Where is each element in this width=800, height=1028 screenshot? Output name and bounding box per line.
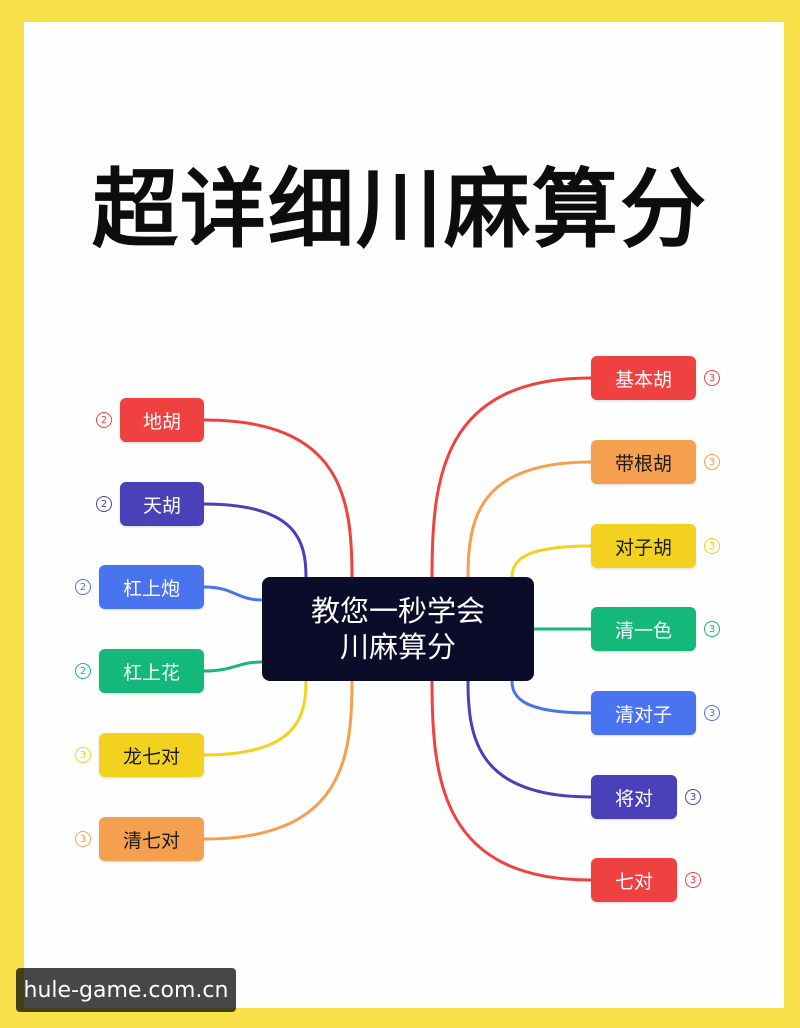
right-node-4[interactable]: 清一色 xyxy=(591,607,696,651)
link-left-2 xyxy=(202,502,308,579)
link-right-5 xyxy=(510,679,593,715)
right-node-2[interactable]: 带根胡 xyxy=(591,440,696,484)
left-node-label: 杠上花 xyxy=(122,661,180,684)
right-node-6[interactable]: 将对 xyxy=(591,775,677,819)
right-node-label: 带根胡 xyxy=(614,452,672,475)
link-left-5 xyxy=(202,679,308,757)
left-node-1[interactable]: 地胡 xyxy=(120,398,204,442)
right-node-count-badge: 3 xyxy=(685,872,701,888)
link-right-7 xyxy=(430,679,593,882)
left-node-label: 地胡 xyxy=(142,410,181,433)
right-node-label: 七对 xyxy=(614,870,653,893)
right-node-label: 清一色 xyxy=(614,619,672,642)
left-node-4[interactable]: 杠上花 xyxy=(99,649,204,693)
link-right-6 xyxy=(466,679,593,799)
left-node-count-badge: 2 xyxy=(75,663,91,679)
right-node-label: 对子胡 xyxy=(614,536,672,559)
left-node-label: 杠上炮 xyxy=(122,577,180,600)
link-left-4 xyxy=(202,660,264,673)
left-node-count-badge: 3 xyxy=(75,747,91,763)
link-right-2 xyxy=(466,460,593,579)
right-node-label: 清对子 xyxy=(614,703,672,726)
link-left-6 xyxy=(202,679,354,841)
page-title: 超详细川麻算分 xyxy=(92,160,708,260)
left-node-label: 清七对 xyxy=(122,829,180,852)
left-node-label: 龙七对 xyxy=(122,745,180,768)
right-node-count-badge: 3 xyxy=(704,370,720,386)
link-left-3 xyxy=(202,585,264,602)
right-node-label: 基本胡 xyxy=(614,368,672,391)
left-node-count-badge: 2 xyxy=(96,412,112,428)
right-node-count-badge: 3 xyxy=(704,621,720,637)
watermark: hule-game.com.cn xyxy=(16,968,236,1012)
link-right-3 xyxy=(510,544,593,579)
right-node-3[interactable]: 对子胡 xyxy=(591,524,696,568)
right-node-1[interactable]: 基本胡 xyxy=(591,356,696,400)
center-topic-line-2: 川麻算分 xyxy=(339,630,456,664)
left-node-count-badge: 2 xyxy=(96,496,112,512)
right-node-label: 将对 xyxy=(614,787,653,810)
left-node-2[interactable]: 天胡 xyxy=(120,482,204,526)
left-node-count-badge: 3 xyxy=(75,831,91,847)
link-left-1 xyxy=(202,418,354,579)
right-node-count-badge: 3 xyxy=(704,454,720,470)
left-node-3[interactable]: 杠上炮 xyxy=(99,565,204,609)
left-node-5[interactable]: 龙七对 xyxy=(99,733,204,777)
right-node-5[interactable]: 清对子 xyxy=(591,691,696,735)
right-node-7[interactable]: 七对 xyxy=(591,858,677,902)
left-node-label: 天胡 xyxy=(142,494,181,517)
right-node-count-badge: 3 xyxy=(685,789,701,805)
center-topic-line-1: 教您一秒学会 xyxy=(310,594,485,628)
right-node-count-badge: 3 xyxy=(704,538,720,554)
left-node-count-badge: 2 xyxy=(75,579,91,595)
left-node-6[interactable]: 清七对 xyxy=(99,817,204,861)
center-topic: 教您一秒学会 川麻算分 xyxy=(262,577,534,681)
link-right-1 xyxy=(430,376,593,579)
right-node-count-badge: 3 xyxy=(704,705,720,721)
